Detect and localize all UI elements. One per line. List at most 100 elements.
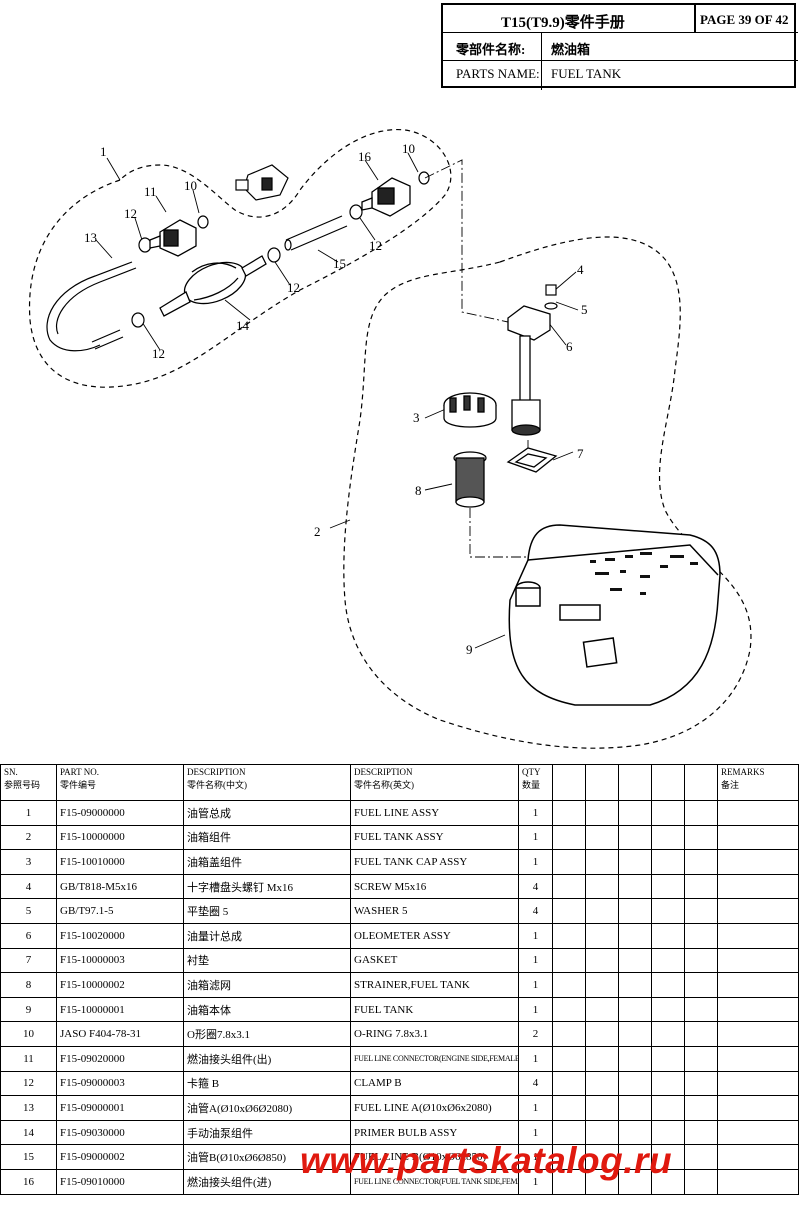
oring-10: [418, 171, 430, 185]
row-qty: 1: [518, 996, 553, 1023]
row-remarks: [717, 947, 799, 974]
row-qty: 1: [518, 800, 553, 826]
exploded-diagram: 1 2 3 4 5 6 7 8 9 10 10 11 12 12 12 12 1…: [28, 128, 752, 749]
row-blank-cell: [585, 972, 619, 998]
row-desc-en: OLEOMETER ASSY: [350, 922, 519, 949]
row-blank-cell: [585, 1095, 619, 1121]
row-blank-cell: [552, 1021, 586, 1047]
row-sn: 9: [0, 996, 57, 1023]
row-blank-cell: [552, 972, 586, 998]
row-part-no: F15-10000001: [56, 996, 184, 1023]
row-desc-cn: 油箱组件: [183, 824, 351, 851]
row-qty: 4: [518, 1070, 553, 1097]
row-remarks: [717, 1144, 799, 1170]
row-blank-cell: [651, 800, 685, 826]
row-blank-cell: [585, 996, 619, 1023]
row-desc-en: FUEL TANK: [350, 996, 519, 1023]
row-sn: 2: [0, 824, 57, 851]
callout-12: 12: [287, 280, 300, 295]
row-desc-cn: 十字槽盘头螺钉 Mx16: [183, 873, 351, 900]
row-blank-cell: [684, 1045, 718, 1072]
row-desc-en: SCREW M5x16: [350, 873, 519, 900]
row-desc-en: WASHER 5: [350, 898, 519, 924]
row-part-no: JASO F404-78-31: [56, 1021, 184, 1047]
callout-3: 3: [413, 410, 420, 425]
row-blank-cell: [618, 1070, 652, 1097]
callout-5: 5: [581, 302, 588, 317]
row-blank-cell: [651, 972, 685, 998]
row-qty: 1: [518, 824, 553, 851]
row-remarks: [717, 996, 799, 1023]
row-sn: 6: [0, 922, 57, 949]
row-desc-en: FUEL LINE B(Ø10xØ6x850): [350, 1144, 519, 1170]
row-blank-cell: [618, 947, 652, 974]
row-sn: 3: [0, 849, 57, 875]
row-blank-cell: [684, 1021, 718, 1047]
row-remarks: [717, 922, 799, 949]
callout-13: 13: [84, 230, 97, 245]
fuel-line-b-15: [284, 215, 348, 251]
divider: [443, 32, 798, 33]
row-blank-cell: [684, 873, 718, 900]
row-sn: 16: [0, 1168, 57, 1195]
group-boundary-fuel-line: [28, 128, 452, 388]
callout-12: 12: [124, 206, 137, 221]
callout-8: 8: [415, 483, 422, 498]
row-desc-en: FUEL LINE A(Ø10xØ6x2080): [350, 1095, 519, 1121]
row-remarks: [717, 1070, 799, 1097]
row-blank-cell: [618, 1045, 652, 1072]
row-part-no: F15-10000003: [56, 947, 184, 974]
row-sn: 4: [0, 873, 57, 900]
row-blank-cell: [684, 1095, 718, 1121]
parts-name-cn: 燃油箱: [551, 42, 591, 57]
row-blank-cell: [651, 996, 685, 1023]
row-remarks: [717, 824, 799, 851]
row-blank-cell: [684, 824, 718, 851]
gasket-7: [506, 447, 558, 473]
row-desc-cn: 油量计总成: [183, 922, 351, 949]
row-desc-en: FUEL TANK ASSY: [350, 824, 519, 851]
row-blank-cell: [585, 1144, 619, 1170]
row-desc-cn: 衬垫: [183, 947, 351, 974]
row-sn: 5: [0, 898, 57, 924]
row-blank-cell: [651, 1021, 685, 1047]
row-part-no: F15-09030000: [56, 1119, 184, 1146]
row-desc-cn: O形圈7.8x3.1: [183, 1021, 351, 1047]
row-blank-cell: [684, 1144, 718, 1170]
row-blank-cell: [618, 898, 652, 924]
row-desc-cn: 油箱滤网: [183, 972, 351, 998]
row-remarks: [717, 1045, 799, 1072]
row-blank-cell: [651, 898, 685, 924]
row-blank-cell: [651, 873, 685, 900]
row-blank-cell: [618, 1021, 652, 1047]
row-blank-cell: [651, 1144, 685, 1170]
fuel-tank-cap-3: [443, 392, 497, 428]
row-remarks: [717, 1168, 799, 1195]
row-part-no: F15-10010000: [56, 849, 184, 875]
row-desc-en: PRIMER BULB ASSY: [350, 1119, 519, 1146]
screw-4: [545, 284, 557, 296]
row-qty: 1: [518, 1119, 553, 1146]
row-remarks: [717, 1021, 799, 1047]
primer-bulb-14: [159, 255, 267, 317]
row-blank-cell: [585, 898, 619, 924]
row-blank-cell: [684, 1070, 718, 1097]
row-desc-cn: 油箱盖组件: [183, 849, 351, 875]
row-blank-cell: [618, 972, 652, 998]
row-desc-en: GASKET: [350, 947, 519, 974]
connector-11: [149, 219, 197, 257]
callout-14: 14: [236, 318, 250, 333]
row-sn: 7: [0, 947, 57, 974]
row-blank-cell: [684, 849, 718, 875]
row-blank-cell: [618, 996, 652, 1023]
row-blank-cell: [552, 849, 586, 875]
